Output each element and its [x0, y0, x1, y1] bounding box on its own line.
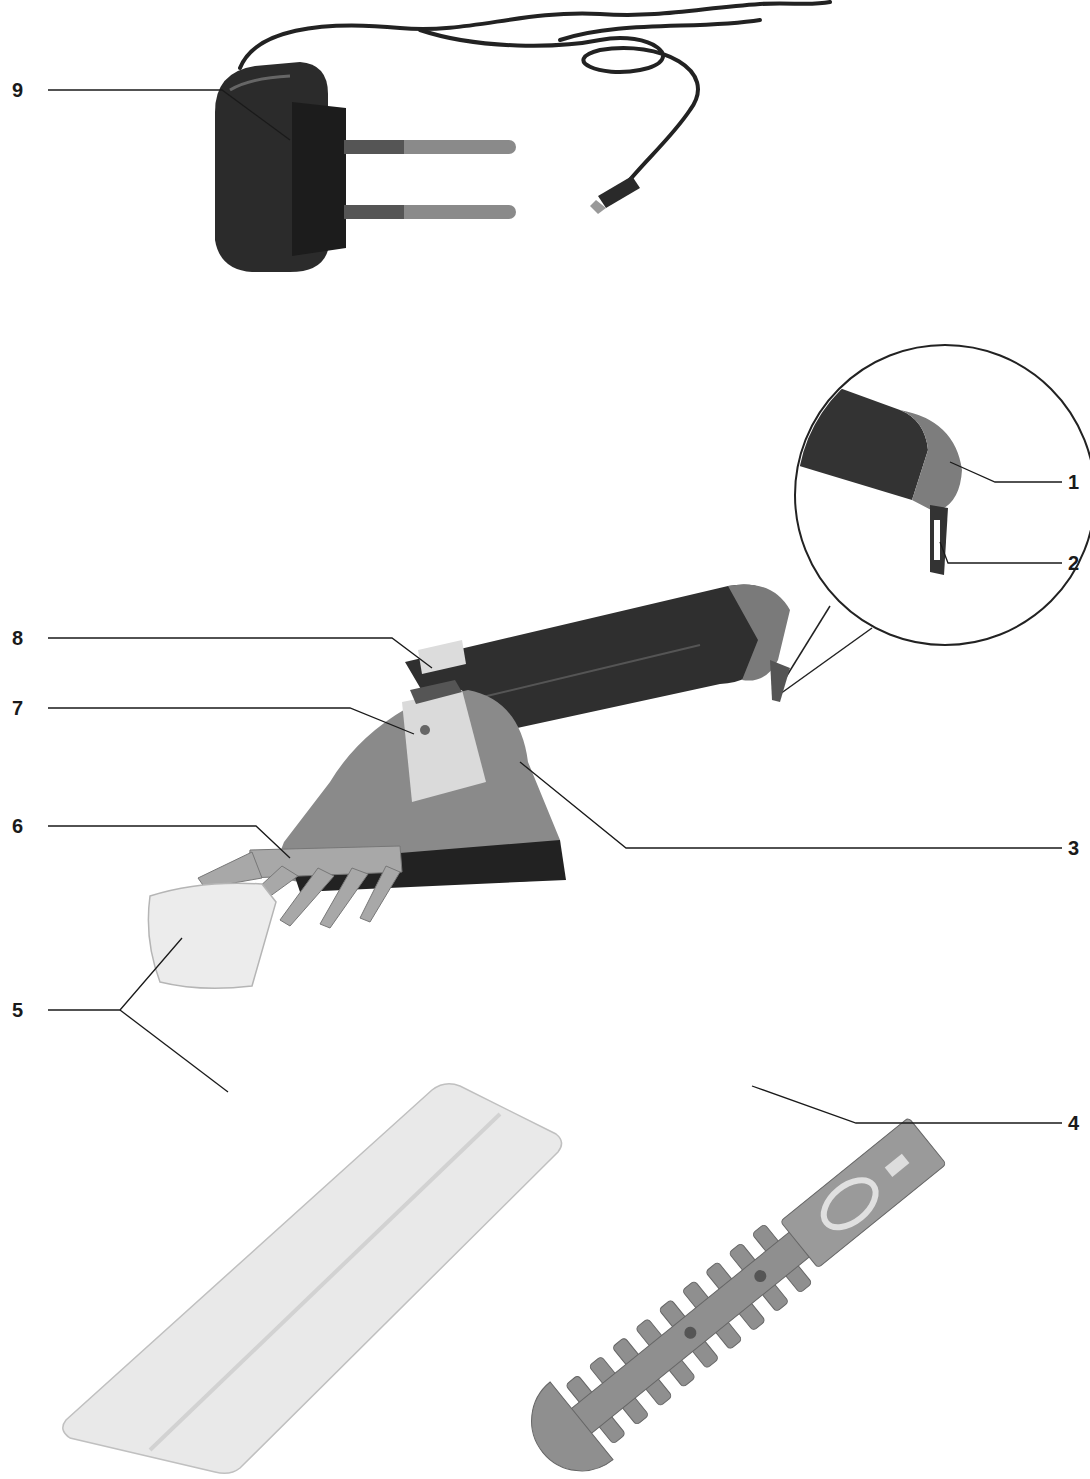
hedge-blade [511, 1102, 959, 1479]
leader-lines [48, 90, 1062, 1123]
callout-number: 5 [12, 998, 23, 1022]
blade-cover [63, 1084, 562, 1474]
charger-plug-tip [590, 176, 640, 214]
callout-number: 7 [12, 696, 23, 720]
callout-number: 2 [1068, 551, 1079, 575]
detail-inset [778, 345, 1090, 694]
callout-number: 3 [1068, 836, 1079, 860]
callout-number: 4 [1068, 1111, 1079, 1135]
callout-number: 9 [12, 78, 23, 102]
callout-number: 8 [12, 626, 23, 650]
charger-body [215, 62, 516, 272]
callout-number: 1 [1068, 470, 1079, 494]
callout-number: 6 [12, 814, 23, 838]
blade-cover [148, 883, 276, 988]
